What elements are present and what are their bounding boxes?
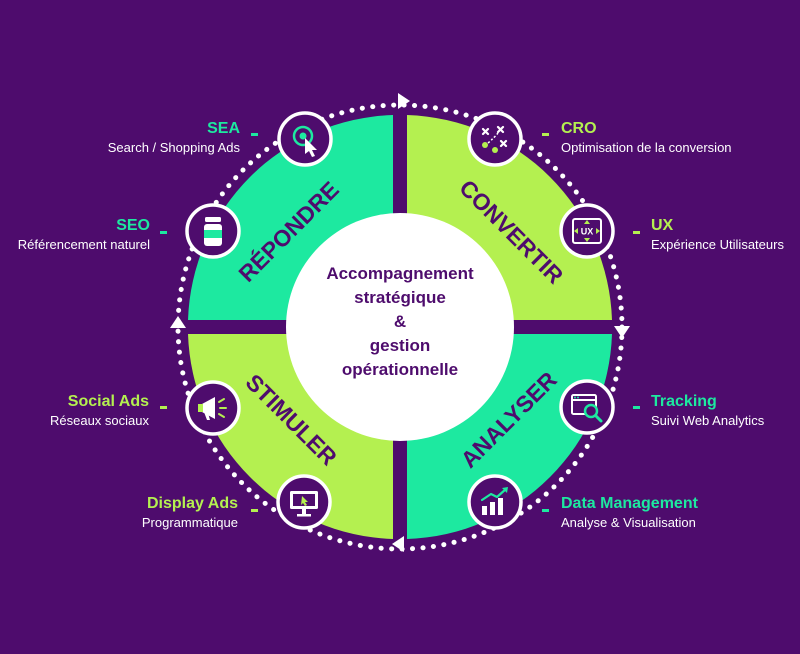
label-tracking: Tracking Suivi Web Analytics: [651, 392, 764, 429]
orbit-arrow-top: [398, 93, 410, 109]
center-line: gestion: [369, 336, 431, 355]
monitor-icon: [276, 474, 332, 530]
center-circle: [286, 213, 514, 441]
orbit-arrow-left: [170, 316, 186, 328]
label-social-subtitle: Réseaux sociaux: [50, 413, 149, 429]
label-social-title: Social Ads: [67, 393, 149, 410]
label-display-subtitle: Programmatique: [141, 515, 238, 531]
orbit-arrow-bottom: [392, 536, 404, 552]
connector-dash: [160, 231, 167, 234]
connector-dash: [160, 406, 167, 409]
label-data-title: Data Management: [561, 495, 698, 512]
center-line: Accompagnement: [326, 264, 474, 283]
label-ux-subtitle: Expérience Utilisateurs: [651, 237, 784, 253]
label-social: Social Ads Réseaux sociaux: [50, 392, 149, 429]
label-ux-title: UX: [651, 217, 674, 234]
connector-dash: [542, 133, 549, 136]
label-display: Display Ads Programmatique: [142, 494, 238, 531]
connector-dash: [542, 509, 549, 512]
label-seo-title: SEO: [116, 217, 150, 234]
label-data: Data Management Analyse & Visualisation: [561, 494, 698, 531]
center-label: Accompagnement stratégique & gestion opé…: [300, 262, 500, 382]
label-sea-subtitle: Search / Shopping Ads: [107, 140, 240, 156]
label-seo: SEO Référencement naturel: [18, 216, 150, 253]
center-line: opérationnelle: [341, 360, 459, 379]
label-ux: UX Expérience Utilisateurs: [651, 216, 784, 253]
strategy-board-icon: [467, 111, 523, 167]
label-cro-title: CRO: [561, 120, 597, 137]
connector-dash: [633, 231, 640, 234]
jar-icon: [185, 203, 241, 259]
center-line: &: [393, 312, 407, 331]
label-tracking-title: Tracking: [651, 393, 717, 410]
ux-icon-text: UX: [581, 226, 594, 236]
cursor-click-icon: [277, 111, 333, 167]
label-sea: SEA Search / Shopping Ads: [108, 119, 240, 156]
growth-chart-icon: [467, 474, 523, 530]
label-cro: CRO Optimisation de la conversion: [561, 119, 732, 156]
browser-magnifier-icon: [559, 379, 615, 435]
label-data-subtitle: Analyse & Visualisation: [561, 515, 696, 531]
center-line: stratégique: [354, 288, 446, 307]
megaphone-icon: [185, 380, 241, 436]
connector-dash: [251, 509, 258, 512]
label-seo-subtitle: Référencement naturel: [17, 237, 150, 253]
orbit-arrow-right: [614, 326, 630, 338]
ux-frame-icon: UX: [559, 203, 615, 259]
label-cro-subtitle: Optimisation de la conversion: [561, 140, 732, 156]
connector-dash: [251, 133, 258, 136]
label-tracking-subtitle: Suivi Web Analytics: [651, 413, 765, 429]
connector-dash: [633, 406, 640, 409]
label-sea-title: SEA: [207, 120, 240, 137]
label-display-title: Display Ads: [147, 495, 238, 512]
